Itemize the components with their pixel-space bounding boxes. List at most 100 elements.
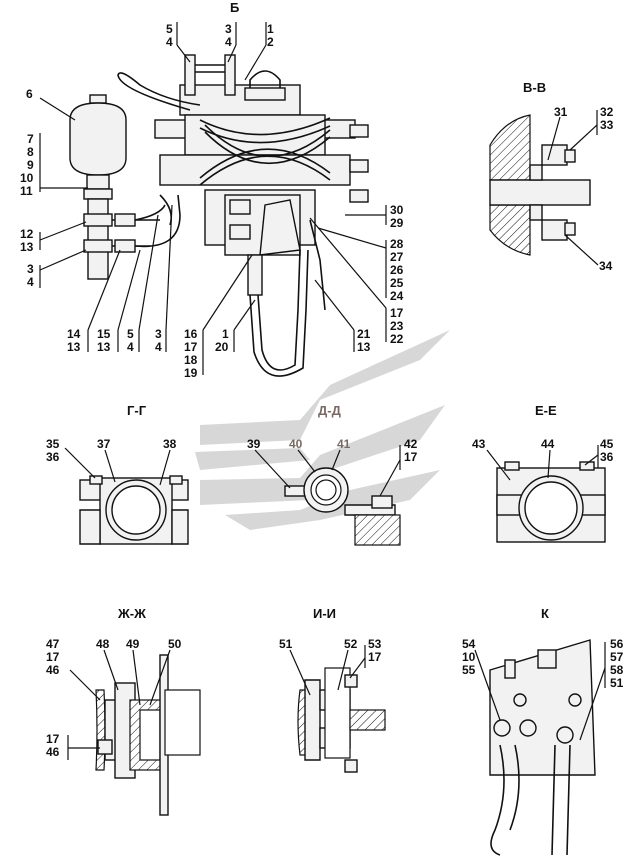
callout: 13 xyxy=(357,340,371,354)
callout: 43 xyxy=(472,437,486,451)
view-zh: Ж-Ж 47 17 46 48 49 50 17 46 xyxy=(46,606,201,816)
view-v-title: В-В xyxy=(523,80,546,95)
callout: 4 xyxy=(225,35,232,49)
callout: 39 xyxy=(247,437,261,451)
valve-block xyxy=(117,54,369,256)
callout: 20 xyxy=(215,340,229,354)
callout: 11 xyxy=(20,184,33,198)
callout: 34 xyxy=(599,259,613,273)
callout: 8 xyxy=(27,145,34,159)
callout: 17 xyxy=(46,732,60,746)
callout: 31 xyxy=(554,105,568,119)
callout: 17 xyxy=(390,306,404,320)
callout: 30 xyxy=(390,203,404,217)
view-k: К 54 10 55 56 57 58 51 xyxy=(462,606,624,856)
callout: 9 xyxy=(27,158,34,172)
bottom-hose-loop xyxy=(247,219,326,377)
callout: 52 xyxy=(344,637,358,651)
view-d: Д-Д 39 40 41 42 17 xyxy=(247,403,418,546)
callout: 49 xyxy=(126,637,140,651)
callout: 4 xyxy=(27,275,34,289)
callout: 27 xyxy=(390,250,404,264)
callout: 37 xyxy=(97,437,111,451)
callout: 28 xyxy=(390,237,404,251)
callouts-main: 5 4 3 4 1 2 6 7 8 9 10 11 12 13 3 4 14 1… xyxy=(20,22,404,380)
view-i: И-И 51 52 53 17 xyxy=(279,606,386,773)
callout: 57 xyxy=(610,650,624,664)
callout: 50 xyxy=(168,637,182,651)
callout: 4 xyxy=(166,35,173,49)
callout: 26 xyxy=(390,263,404,277)
callout: 1 xyxy=(222,327,229,341)
callout: 7 xyxy=(27,132,34,146)
callout: 2 xyxy=(267,35,274,49)
view-main-title: Б xyxy=(230,0,239,15)
callout: 18 xyxy=(184,353,198,367)
callout: 17 xyxy=(46,650,60,664)
view-e-title: Е-Е xyxy=(535,403,557,418)
view-zh-title: Ж-Ж xyxy=(117,606,146,621)
callout: 19 xyxy=(184,366,198,380)
callout: 58 xyxy=(610,663,624,677)
callout: 53 xyxy=(368,637,382,651)
view-i-title: И-И xyxy=(313,606,336,621)
callout: 22 xyxy=(390,332,404,346)
callout: 1 xyxy=(267,22,274,36)
callout: 17 xyxy=(404,450,418,464)
callout: 3 xyxy=(155,327,162,341)
callout: 56 xyxy=(610,637,624,651)
callout: 15 xyxy=(97,327,111,341)
callout: 36 xyxy=(600,450,614,464)
leader-lines-main xyxy=(39,22,387,375)
callout: 25 xyxy=(390,276,404,290)
callout: 24 xyxy=(390,289,404,303)
callout: 17 xyxy=(184,340,198,354)
callout: 16 xyxy=(184,327,198,341)
callout: 42 xyxy=(404,437,418,451)
callout: 47 xyxy=(46,637,60,651)
view-g-title: Г-Г xyxy=(127,403,147,418)
view-d-title: Д-Д xyxy=(318,403,342,418)
view-g: Г-Г 35 36 37 38 xyxy=(46,403,189,545)
callout: 4 xyxy=(155,340,162,354)
callout: 55 xyxy=(462,663,476,677)
callout: 44 xyxy=(541,437,555,451)
hydraulic-accumulator xyxy=(69,94,160,280)
callout: 46 xyxy=(46,663,60,677)
callout: 3 xyxy=(225,22,232,36)
callout: 5 xyxy=(127,327,134,341)
callout: 17 xyxy=(368,650,382,664)
callout: 51 xyxy=(279,637,293,651)
callout: 35 xyxy=(46,437,60,451)
callout: 14 xyxy=(67,327,81,341)
callout: 41 xyxy=(337,437,351,451)
callout: 40 xyxy=(289,437,303,451)
callout: 38 xyxy=(163,437,177,451)
callout: 51 xyxy=(610,676,624,690)
callout: 33 xyxy=(600,118,614,132)
callout: 29 xyxy=(390,216,404,230)
callout: 54 xyxy=(462,637,476,651)
callout: 13 xyxy=(67,340,81,354)
callout: 48 xyxy=(96,637,110,651)
callout: 6 xyxy=(26,87,33,101)
callout: 13 xyxy=(97,340,111,354)
view-k-title: К xyxy=(541,606,549,621)
callout: 13 xyxy=(20,240,34,254)
callout: 36 xyxy=(46,450,60,464)
callout: 5 xyxy=(166,22,173,36)
view-v: В-В 31 32 33 34 xyxy=(489,80,614,273)
callout: 21 xyxy=(357,327,371,341)
callout: 10 xyxy=(462,650,476,664)
callout: 32 xyxy=(600,105,614,119)
callout: 3 xyxy=(27,262,34,276)
callout: 4 xyxy=(127,340,134,354)
callout: 45 xyxy=(600,437,614,451)
callout: 23 xyxy=(390,319,404,333)
view-main: Б xyxy=(20,0,404,380)
view-e: Е-Е 43 44 45 36 xyxy=(472,403,614,543)
callout: 46 xyxy=(46,745,60,759)
callout: 12 xyxy=(20,227,34,241)
